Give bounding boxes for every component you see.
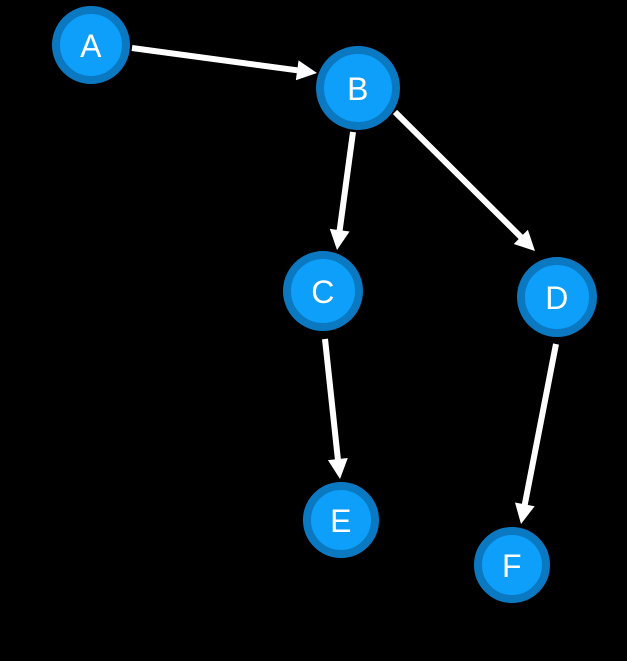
graph-node-a[interactable]: A	[52, 6, 130, 84]
nodes-layer: A B C D E F	[52, 6, 597, 603]
edge-shaft	[131, 45, 300, 74]
arrowhead-icon	[515, 502, 535, 524]
node-circle-d[interactable]	[517, 257, 597, 337]
node-circle-a[interactable]	[52, 6, 130, 84]
graph-node-e[interactable]: E	[303, 482, 379, 558]
graph-node-c[interactable]: C	[283, 251, 363, 331]
edge-shaft	[521, 343, 559, 507]
arrowhead-icon	[327, 458, 348, 479]
graph-edge-b-d[interactable]	[392, 109, 535, 251]
edges-layer	[131, 45, 559, 524]
graph-edge-d-f[interactable]	[515, 343, 559, 524]
node-circle-c[interactable]	[283, 251, 363, 331]
arrowhead-icon	[295, 60, 317, 81]
graph-node-b[interactable]: B	[316, 46, 400, 130]
graph-edge-a-b[interactable]	[131, 45, 317, 81]
edge-shaft	[336, 131, 356, 233]
graph-node-d[interactable]: D	[517, 257, 597, 337]
arrowhead-icon	[329, 228, 350, 250]
graph-node-f[interactable]: F	[474, 527, 550, 603]
node-circle-b[interactable]	[316, 46, 400, 130]
node-circle-f[interactable]	[474, 527, 550, 603]
arrowhead-icon	[513, 229, 535, 251]
graph-edge-b-c[interactable]	[329, 131, 356, 250]
edge-shaft	[392, 109, 525, 241]
graph-edge-c-e[interactable]	[322, 338, 348, 479]
node-circle-e[interactable]	[303, 482, 379, 558]
edge-shaft	[322, 338, 342, 462]
